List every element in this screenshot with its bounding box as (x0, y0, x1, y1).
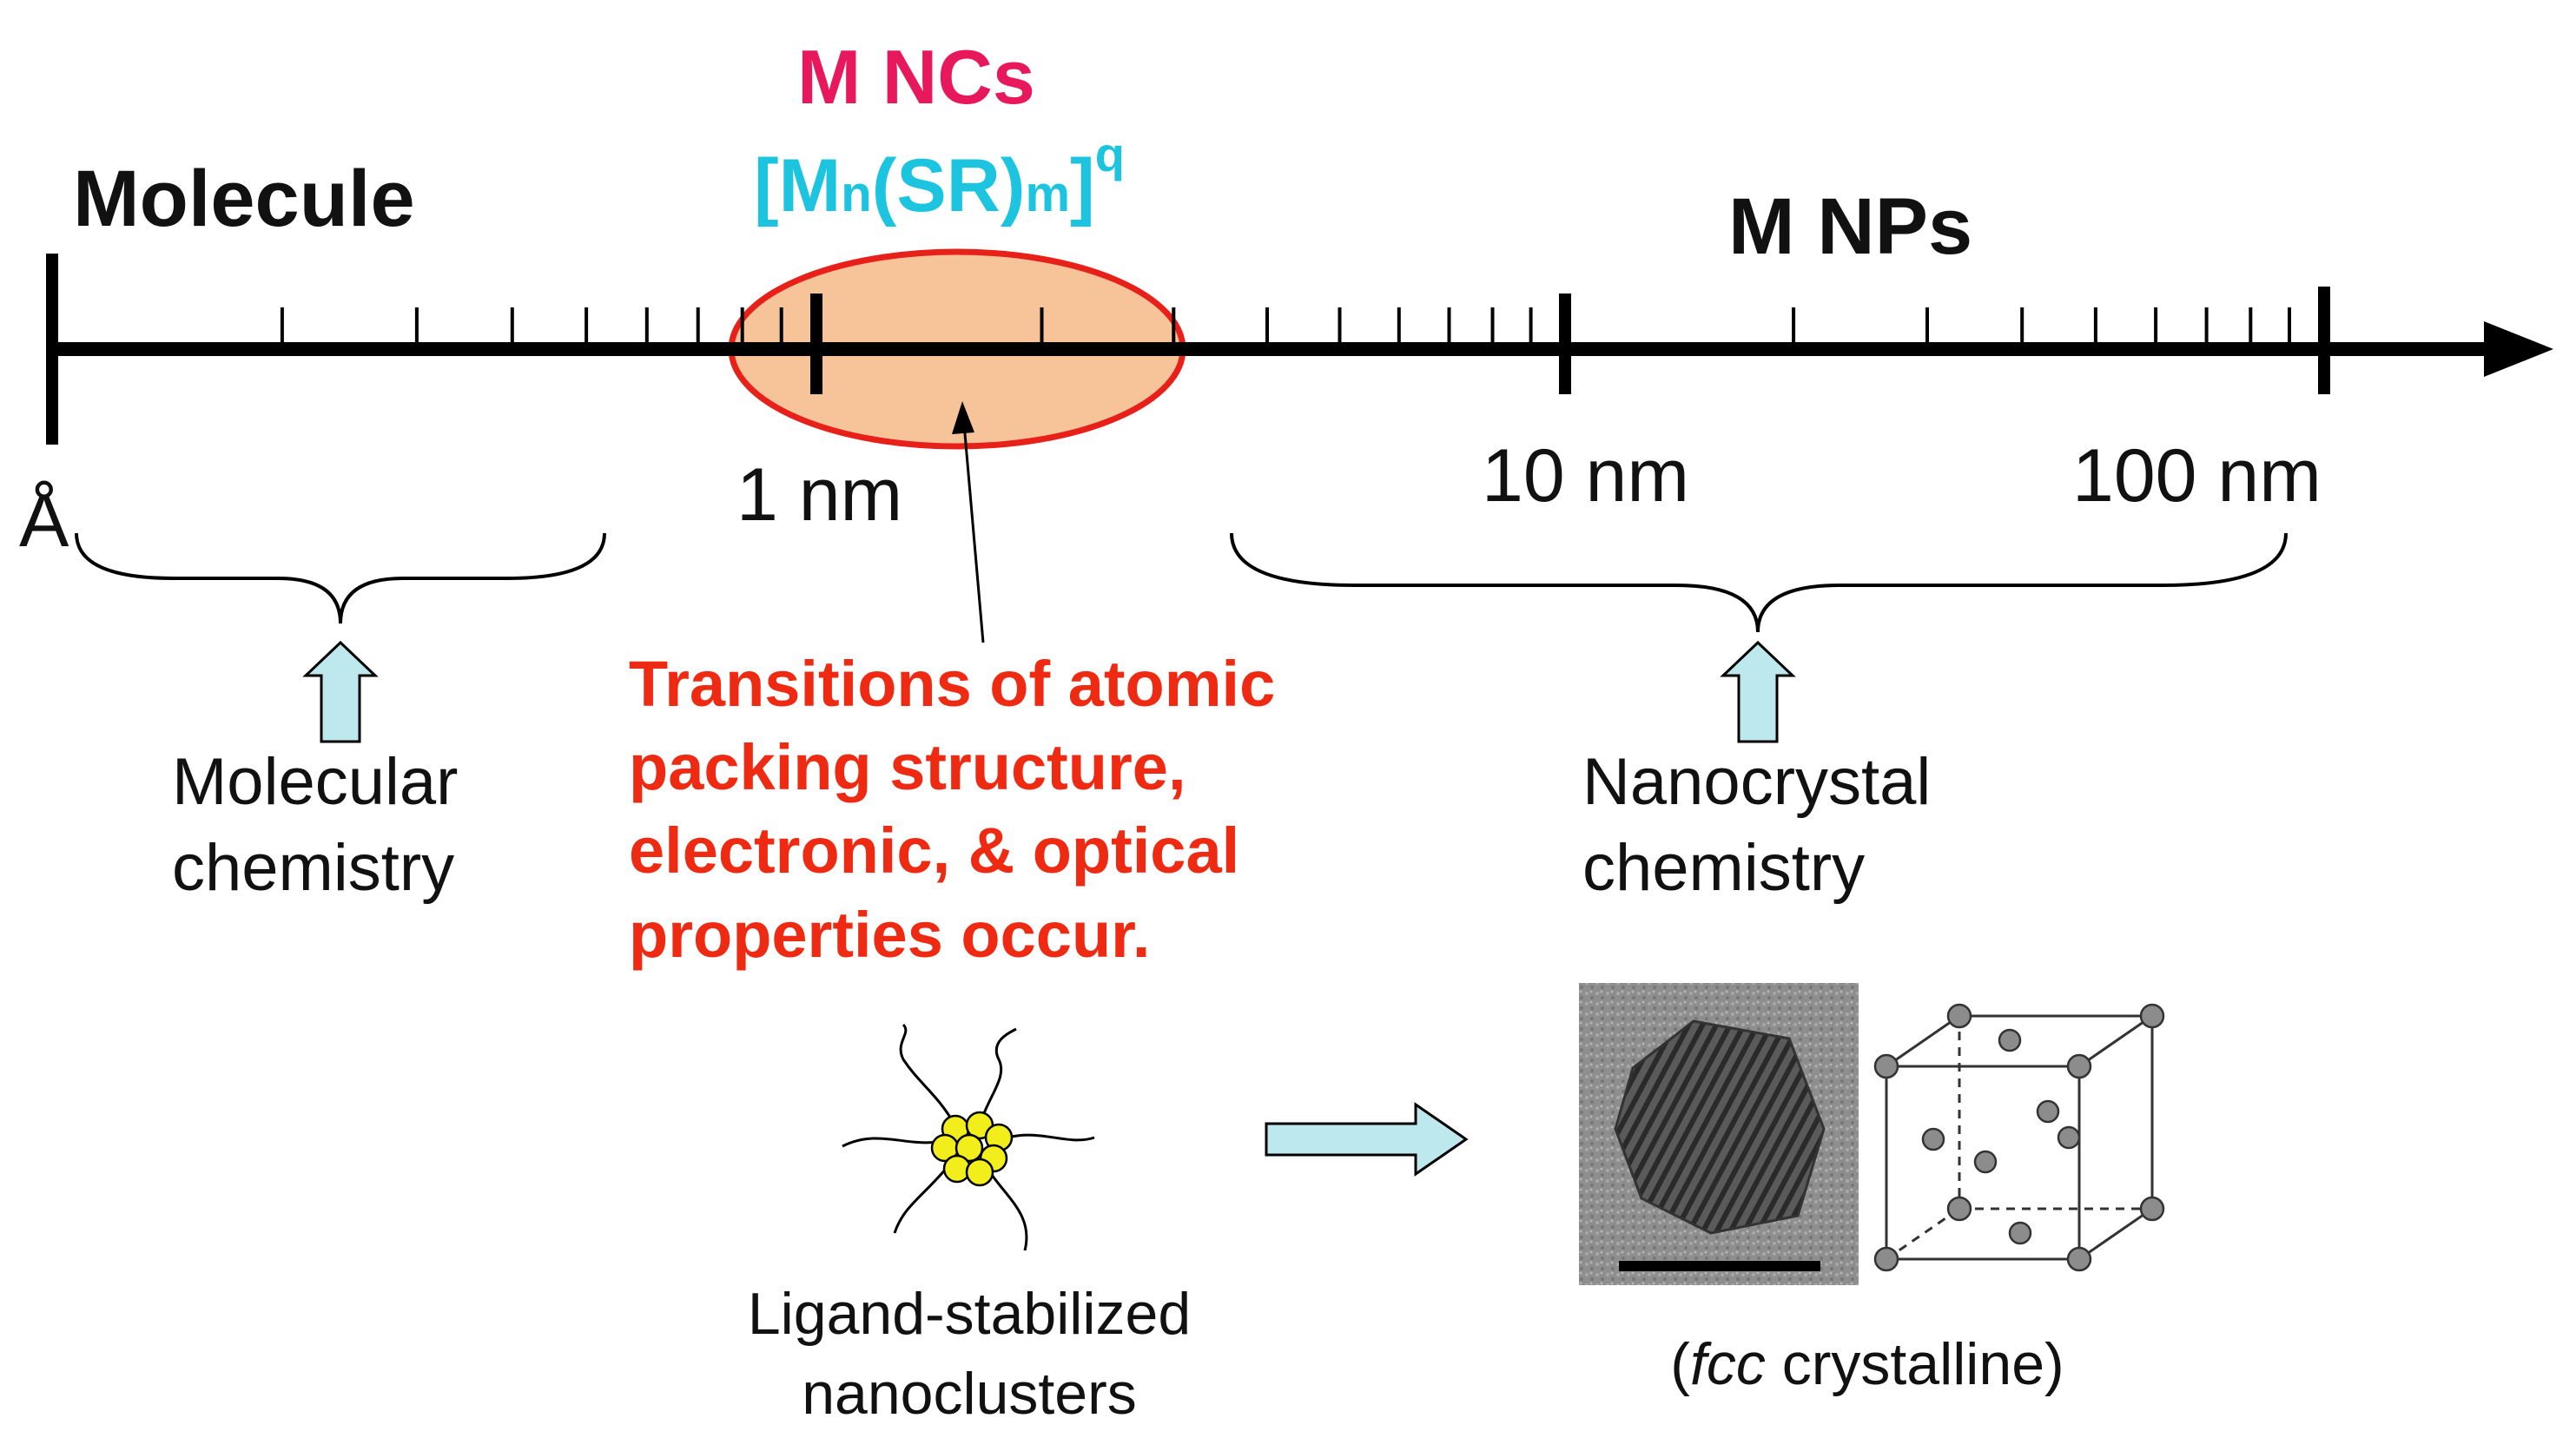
fcc-caption-italic: fcc (1689, 1331, 1766, 1397)
tem-image-icon (1579, 983, 1859, 1285)
formula-open: [M (754, 144, 842, 228)
transition-text: Transitions of atomic packing structure,… (629, 648, 1276, 971)
one-nm-label: 1 nm (736, 453, 903, 537)
ligand-caption-line1: Ligand-stabilized (747, 1281, 1192, 1347)
molecule-label: Molecule (73, 155, 415, 243)
pointer-line (962, 423, 985, 643)
minor-ticks (280, 307, 2291, 349)
ligand-caption-line2: nanoclusters (802, 1360, 1137, 1427)
molecular-chemistry-label: Molecular chemistry (172, 740, 458, 912)
right-arrow-icon (1265, 1102, 1469, 1177)
fcc-cube-icon (1873, 1003, 2165, 1272)
fcc-caption: (fcc crystalline) (1615, 1325, 2119, 1405)
ten-nm-label: 10 nm (1482, 434, 1690, 518)
nanocrystal-up-arrow-icon (1720, 640, 1796, 743)
nanocrystal-brace (1230, 532, 2288, 633)
nanocrystal-chemistry-line1: Nanocrystal (1582, 745, 1932, 819)
molecular-up-arrow-icon (302, 640, 379, 743)
formula-label: [Mn(SR)m]q (754, 127, 1125, 228)
formula-m: m (1025, 166, 1071, 222)
ligand-cluster-icon (842, 1023, 1095, 1251)
pointer-arrowhead-icon (952, 401, 974, 434)
axis-arrowhead-icon (2484, 321, 2553, 377)
formula-q: q (1094, 127, 1125, 181)
ligand-caption: Ligand-stabilized nanoclusters (717, 1275, 1221, 1435)
angstrom-label: Å (19, 479, 69, 563)
formula-mid: (SR) (871, 144, 1026, 228)
molecular-chemistry-line2: chemistry (172, 830, 455, 905)
m-ncs-label: M NCs (797, 34, 1035, 120)
nanocrystal-chemistry-label: Nanocrystal chemistry (1582, 740, 1931, 912)
formula-n: n (841, 166, 872, 222)
m-nps-label: M NPs (1728, 182, 1973, 271)
fcc-caption-open: ( (1670, 1331, 1690, 1397)
molecular-brace (75, 532, 606, 624)
formula-close: ] (1070, 144, 1095, 228)
hundred-nm-label: 100 nm (2072, 434, 2322, 518)
nanocrystal-chemistry-line2: chemistry (1582, 830, 1866, 905)
fcc-caption-rest: crystalline) (1765, 1331, 2064, 1397)
molecular-chemistry-line1: Molecular (172, 745, 459, 819)
